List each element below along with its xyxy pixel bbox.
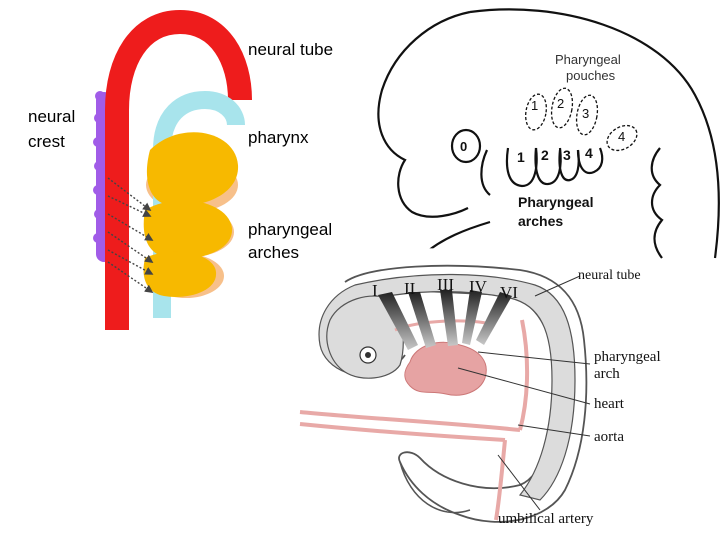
neural-tube-shape <box>105 9 252 330</box>
pharyngeal-arches-front <box>143 132 239 297</box>
leader-aorta <box>517 424 591 437</box>
label-leader-lines <box>457 275 591 511</box>
arch-number-1: 1 <box>517 149 525 165</box>
arch-4-outline <box>576 147 604 175</box>
pharyngeal-pouches-label-line2: pouches <box>566 68 616 83</box>
stomodeum-outline <box>450 128 482 164</box>
left-schematic-panel: neural crest neural tube pharynx pharyng… <box>28 9 333 330</box>
pharyngeal-arches-top-label-line2: arches <box>518 213 563 229</box>
aorta-vessel-upper <box>299 410 521 432</box>
pouch-number-3: 3 <box>582 106 589 121</box>
pouch-numbers: 1 2 3 4 <box>531 96 625 144</box>
pharyngeal-arches-label-line1: pharyngeal <box>248 220 332 239</box>
arch-wedge-II <box>408 292 436 348</box>
arch-numbers: 1 2 3 4 <box>517 145 593 165</box>
pharynx-label: pharynx <box>248 128 309 147</box>
pharyngeal-arches-label-line2: arches <box>248 243 299 262</box>
head-outline <box>377 10 471 218</box>
neural-crest-label-line2: crest <box>28 132 65 151</box>
pharyngeal-arch-label-line1: pharyngeal <box>594 349 661 365</box>
tail-curve <box>399 461 471 514</box>
leader-heart <box>457 367 591 405</box>
arch-number-3: 3 <box>563 147 571 163</box>
dorsal-aorta <box>518 319 530 431</box>
umbilical-artery-label: umbilical artery <box>498 511 594 527</box>
pouch-number-2: 2 <box>557 96 564 111</box>
neural-crest-label-line1: neural <box>28 107 75 126</box>
eye-pupil <box>365 352 371 358</box>
arch-wedges <box>378 290 512 350</box>
pouch-number-1: 1 <box>531 98 538 113</box>
somite-outline <box>650 147 664 259</box>
pharyngeal-arches-top-label-line1: Pharyngeal <box>518 194 593 210</box>
pharyngeal-arch-label-line2: arch <box>594 366 620 382</box>
pharyngeal-pouches <box>525 87 638 152</box>
arch-number-4: 4 <box>585 145 593 161</box>
arch-numerals: I II III IV VI <box>372 275 518 302</box>
pharynx-floor-curve <box>480 149 491 196</box>
heart-label: heart <box>594 396 625 412</box>
leader-umbilical-artery <box>497 454 541 511</box>
arch-wedge-III <box>440 290 458 346</box>
arch-wedge-I <box>378 292 418 350</box>
bottom-embryo-panel: I II III IV VI neural tube pharyngeal ar… <box>299 248 705 546</box>
neural-tube-bottom-label: neural tube <box>578 268 641 283</box>
head-lobe <box>326 295 404 379</box>
arch-numeral-I: I <box>372 281 378 300</box>
pharyngeal-pouches-label-line1: Pharyngeal <box>555 52 621 67</box>
leader-pharyngeal-arch <box>477 351 591 365</box>
arch-number-2: 2 <box>541 147 549 163</box>
umbilical-artery-vessel <box>494 439 507 521</box>
arch-wedge-IV <box>462 290 482 345</box>
leader-neural-tube <box>534 275 581 297</box>
pouch-number-4: 4 <box>618 129 625 144</box>
aorta-vessel-lower <box>299 422 506 442</box>
arch-wedge-VI <box>476 292 512 345</box>
neural-tube-label: neural tube <box>248 40 333 59</box>
neural-crest-migration-arrows <box>107 177 154 293</box>
stomodeum-label: 0 <box>460 139 467 154</box>
aorta-label: aorta <box>594 429 624 445</box>
arch-numeral-III: III <box>437 275 454 294</box>
pharynx-shape <box>153 90 245 318</box>
arch-numeral-IV: IV <box>469 277 488 296</box>
arch-numeral-VI: VI <box>500 283 518 302</box>
arch-numeral-II: II <box>404 279 416 298</box>
body-outline <box>469 8 720 259</box>
